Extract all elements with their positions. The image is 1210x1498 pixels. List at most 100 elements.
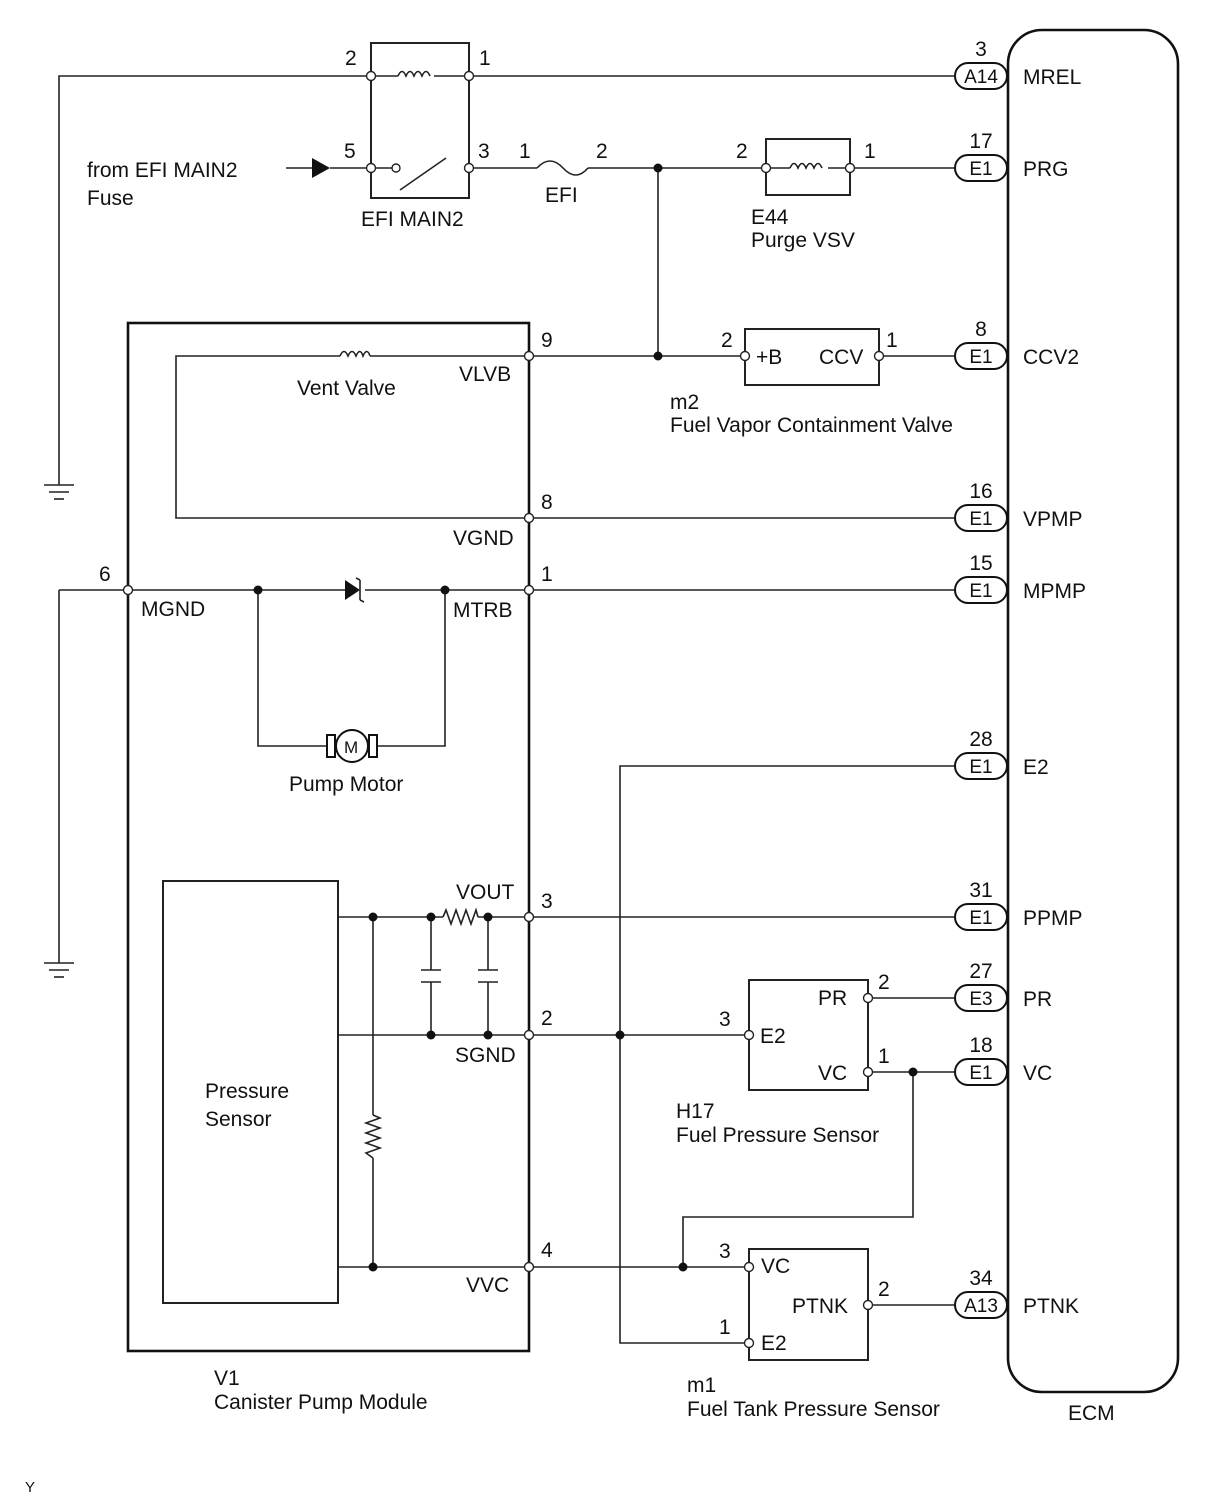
ecm-connector-code: E1 [969, 509, 992, 530]
purge-vsv-pin: 1 [864, 140, 876, 163]
pump-motor-label: Pump Motor [289, 773, 403, 796]
fuse-pin: 1 [519, 140, 531, 163]
module-name: Canister Pump Module [214, 1391, 428, 1414]
module-terminal: SGND [455, 1044, 516, 1067]
ecm-connector-shape [954, 576, 1008, 604]
ground-symbol [44, 484, 74, 500]
module-terminal: MTRB [453, 599, 513, 622]
purge-vsv [765, 138, 851, 196]
ecm-label: ECM [1068, 1402, 1115, 1425]
module-pin: 4 [541, 1239, 553, 1262]
vent-valve-label: Vent Valve [297, 377, 396, 400]
source-label: Fuse [87, 187, 134, 210]
module-pin: 1 [541, 563, 553, 586]
fuse-efi [536, 160, 589, 176]
relay-pin: 3 [478, 140, 490, 163]
ecm-pin-number: 28 [969, 728, 992, 751]
fuse-label: EFI [545, 184, 578, 207]
motor-symbol: M [344, 738, 358, 757]
ecm-connector-shape [954, 752, 1008, 780]
module-pin: 6 [99, 563, 111, 586]
relay-pin: 5 [344, 140, 356, 163]
module-terminal: VLVB [459, 363, 511, 386]
module-pin: 3 [541, 890, 553, 913]
ecm-signal-label: MREL [1023, 66, 1081, 89]
relay-efi-main2 [370, 42, 470, 199]
ecm-pin-number: 31 [969, 879, 992, 902]
pressure-sensor-label: Pressure [205, 1080, 289, 1103]
module-terminal: VGND [453, 527, 514, 550]
fps-pin: 1 [878, 1045, 890, 1068]
ecm-pin-number: 18 [969, 1034, 992, 1057]
module-id: V1 [214, 1367, 240, 1390]
ecm-connector-shape [954, 1291, 1008, 1319]
fps-id: H17 [676, 1100, 715, 1123]
wires [58, 75, 958, 1344]
module-terminal: MGND [141, 598, 205, 621]
ccv-terminal: +B [756, 346, 782, 369]
tps-id: m1 [687, 1374, 716, 1397]
ecm-connector-code: A13 [964, 1296, 998, 1317]
relay-pin: 1 [479, 47, 491, 70]
ecm-pin-number: 17 [969, 130, 992, 153]
ecm-signal-label: PRG [1023, 158, 1069, 181]
fps-pin: 3 [719, 1008, 731, 1031]
ecm-pin-number: 27 [969, 960, 992, 983]
ecm-connector-code: E1 [969, 159, 992, 180]
tps-terminal: VC [761, 1255, 790, 1278]
ecm-pin-number: 16 [969, 480, 992, 503]
ecm-connectors: A143MRELE117PRGE18CCV2E116VPMPE115MPMPE1… [954, 38, 1086, 1319]
ecm-connector-code: E1 [969, 1063, 992, 1084]
ecm-pin-number: 8 [975, 318, 987, 341]
ecm-signal-label: PTNK [1023, 1295, 1079, 1318]
source-arrow [312, 158, 330, 178]
terminal-pins [122, 70, 885, 1349]
ecm-pin-number: 3 [975, 38, 987, 61]
tps-pin: 3 [719, 1240, 731, 1263]
ecm-connector-code: E3 [969, 989, 992, 1010]
canister-module [126, 321, 531, 1353]
ecm-connector-shape [954, 62, 1008, 90]
ecm-connector-code: E1 [969, 757, 992, 778]
ccv-id: m2 [670, 391, 699, 414]
ecm-connector-code: A14 [964, 67, 998, 88]
ecm-connector-shape [954, 342, 1008, 370]
footer-mark: Y [25, 1479, 35, 1496]
module-pin: 2 [541, 1007, 553, 1030]
ecm-connector-shape [954, 903, 1008, 931]
fps-terminal: PR [818, 987, 847, 1010]
ecm-signal-label: MPMP [1023, 580, 1086, 603]
ecm-signal-label: PPMP [1023, 907, 1083, 930]
pressure-sensor-label: Sensor [205, 1108, 272, 1131]
module-pin: 9 [541, 329, 553, 352]
ecm-connector-code: E1 [969, 347, 992, 368]
ecm-signal-label: VPMP [1023, 508, 1083, 531]
fuse-pin: 2 [596, 140, 608, 163]
ecm-connector-code: E1 [969, 908, 992, 929]
module-terminal: VVC [466, 1274, 509, 1297]
module-terminal: VOUT [456, 881, 515, 904]
ecm-box [1006, 28, 1180, 1394]
ecm-connector-shape [954, 154, 1008, 182]
fps-name: Fuel Pressure Sensor [676, 1124, 879, 1147]
ecm-signal-label: VC [1023, 1062, 1052, 1085]
ecm-signal-label: CCV2 [1023, 346, 1079, 369]
ecm-connector-code: E1 [969, 581, 992, 602]
junction-dots [253, 163, 918, 1272]
ccv-pin: 1 [886, 329, 898, 352]
ecm-connector-shape [954, 504, 1008, 532]
tps-terminal: PTNK [792, 1295, 848, 1318]
fps-pin: 2 [878, 971, 890, 994]
tps-pin: 2 [878, 1278, 890, 1301]
ccv-terminal: CCV [819, 346, 863, 369]
ecm-signal-label: PR [1023, 988, 1052, 1011]
purge-vsv-id: E44 [751, 206, 789, 229]
ecm-connector-shape [954, 1058, 1008, 1086]
relay-pin: 2 [345, 47, 357, 70]
ecm-connector-shape [954, 984, 1008, 1012]
ecm-pin-number: 34 [969, 1267, 993, 1290]
ecm-pin-number: 15 [969, 552, 992, 575]
purge-vsv-name: Purge VSV [751, 229, 855, 252]
tps-pin: 1 [719, 1316, 731, 1339]
